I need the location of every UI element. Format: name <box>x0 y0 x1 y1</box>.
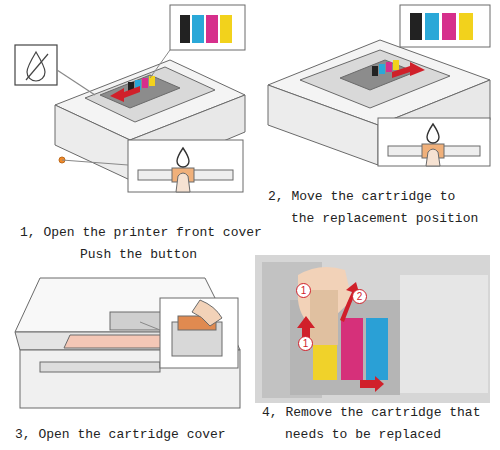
inset-cartridges-part <box>220 15 232 43</box>
button-panel-part <box>128 140 243 192</box>
printer-drawing-part <box>15 278 232 332</box>
inset-cartridges-part <box>170 5 245 50</box>
inset-cartridges-part <box>206 15 218 43</box>
printer-drawing-part <box>379 64 385 74</box>
cartridge-photo-part <box>255 255 490 403</box>
cartridge-photo-part <box>310 290 338 345</box>
ink-symbol-part <box>27 52 45 81</box>
callout-number: 1 <box>296 283 311 298</box>
inset-cartridges <box>150 5 245 78</box>
button-panel <box>62 140 243 192</box>
inset-cartridges-part <box>459 13 473 40</box>
printer-drawing-part <box>142 78 148 88</box>
printer-drawing <box>268 40 490 165</box>
cartridge-photo-part <box>400 275 488 393</box>
step-caption: 2, Move the cartridge to the replacement… <box>268 186 483 230</box>
printer-drawing-part <box>386 62 392 72</box>
cartridge-photo-part <box>341 318 363 380</box>
inset-hand-part <box>140 322 160 330</box>
inset-cartridges-part <box>410 13 422 40</box>
step-caption: Push the button <box>80 244 197 266</box>
printer-drawing <box>15 278 240 408</box>
button-panel-part <box>177 148 189 167</box>
printer-drawing-part <box>55 105 130 180</box>
step-caption: 4, Remove the cartridge that needs to be… <box>262 402 490 446</box>
inset-cartridges-part <box>192 15 204 43</box>
callout-number: 1 <box>298 336 313 351</box>
arrow-symbol-part <box>110 86 140 102</box>
printer-drawing-part <box>300 50 450 108</box>
ink-symbol-part <box>57 70 95 95</box>
inset-hand-part <box>160 298 238 368</box>
printer-drawing-part <box>40 362 160 372</box>
inset-cartridges <box>400 5 490 47</box>
cartridge-photo-part <box>360 376 384 392</box>
step-caption: 3, Open the cartridge cover <box>15 424 226 446</box>
printer-drawing-part <box>393 60 399 70</box>
printer-drawing-part <box>100 75 180 108</box>
arrow-symbol-part <box>392 62 425 78</box>
inset-hand-part <box>192 300 222 326</box>
cartridge-photo-part <box>366 318 388 380</box>
arrow-symbol <box>392 62 425 78</box>
printer-drawing-part <box>85 67 215 122</box>
ink-symbol-part <box>26 54 48 80</box>
inset-cartridges-part <box>400 5 490 47</box>
button-panel-part <box>427 124 439 143</box>
ink-symbol <box>15 45 95 95</box>
cartridge-photo <box>255 255 490 403</box>
button-panel <box>378 118 490 166</box>
ink-symbol-part <box>15 45 57 85</box>
button-panel-part <box>426 149 440 166</box>
inset-cartridges-part <box>442 13 456 40</box>
inset-hand <box>140 298 238 368</box>
printer-drawing-part <box>372 66 378 76</box>
button-panel-part <box>176 173 190 192</box>
cartridge-photo-part <box>297 316 315 350</box>
button-panel-part <box>62 160 128 165</box>
inset-cartridges-part <box>425 13 439 40</box>
button-panel-part <box>378 118 490 166</box>
inset-cartridges-part <box>180 15 190 43</box>
arrow-symbol <box>110 86 140 102</box>
printer-drawing-part <box>340 60 415 90</box>
callout-number: 2 <box>352 289 367 304</box>
step-caption: 1, Open the printer front cover <box>20 222 262 244</box>
inset-cartridges-part <box>150 50 170 78</box>
